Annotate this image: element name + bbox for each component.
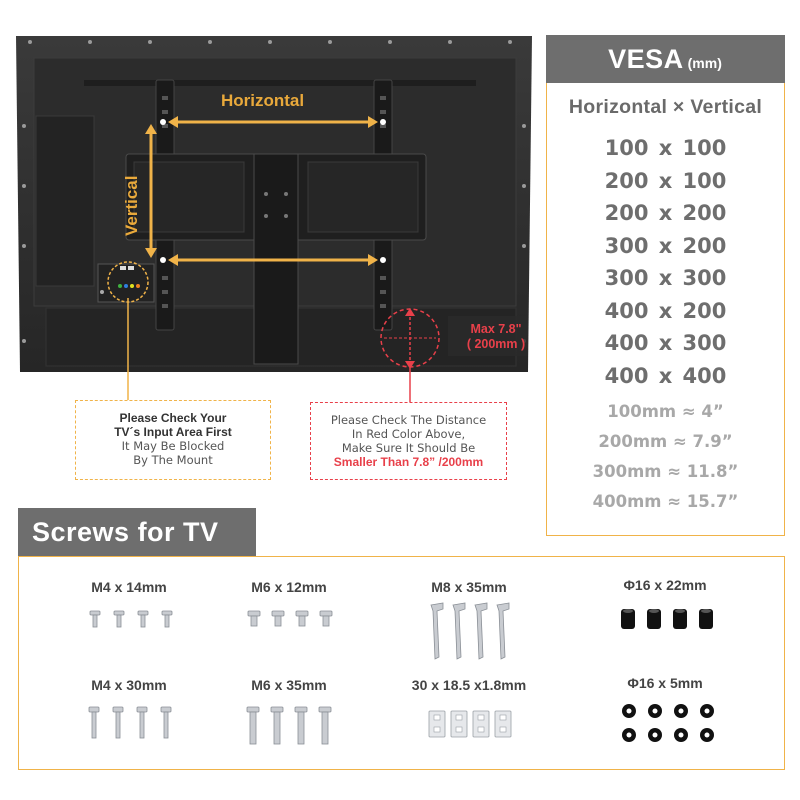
vesa-height: 400 — [682, 363, 727, 388]
vesa-size-row: 300 x 200 — [547, 234, 784, 267]
vesa-size-row: 300 x 300 — [547, 266, 784, 299]
screw-item: Φ16 x 22mm — [585, 577, 745, 637]
vesa-width: 100 — [604, 136, 649, 160]
washer-icon — [622, 704, 714, 742]
short-screw-icon — [89, 610, 173, 628]
screw-label: M4 x 14mm — [91, 579, 167, 595]
horizontal-label: Horizontal — [221, 91, 305, 110]
vesa-height: 100 — [682, 168, 727, 193]
vesa-height: 300 — [682, 331, 727, 355]
vesa-width: 400 — [604, 331, 649, 355]
vesa-times: x — [658, 201, 673, 225]
tv-mount-diagram: Horizontal Vertical Max 7.8" ( 200mm ) — [16, 36, 532, 372]
vesa-height: 200 — [682, 201, 727, 225]
vesa-times: x — [658, 363, 673, 388]
callout-distance-line1: Please Check The Distance — [330, 413, 487, 427]
conversion-row: 200mm ≈ 7.9” — [598, 432, 733, 451]
screw-item: Φ16 x 5mm — [585, 675, 745, 755]
vesa-header: VESA(mm) — [545, 34, 785, 83]
callout-input-line2: TV´s Input Area First — [114, 425, 232, 439]
vesa-width: 200 — [604, 168, 649, 193]
callout-input-line4: By The Mount — [133, 453, 213, 467]
vesa-width: 300 — [604, 233, 649, 258]
vesa-panel: VESA(mm) Horizontal × Vertical 100 x 100 2… — [545, 34, 785, 536]
medium-screw-icon — [88, 706, 172, 739]
callout-distance-line3: Make Sure It Should Be — [341, 441, 476, 455]
long-screw-icon — [430, 602, 510, 660]
vesa-size-row: 100 x 100 — [547, 136, 784, 169]
vesa-title: VESA — [608, 43, 684, 74]
conversion-row: 100mm ≈ 4” — [607, 402, 724, 421]
spacer-icon — [621, 609, 713, 629]
vesa-conversion-list: 100mm ≈ 4” 200mm ≈ 7.9” 300mm ≈ 11.8” 40… — [547, 402, 784, 522]
screw-label: Φ16 x 22mm — [623, 577, 707, 593]
vesa-height: 200 — [682, 233, 727, 258]
vesa-width: 300 — [604, 266, 649, 290]
vesa-width: 400 — [604, 298, 649, 323]
max-distance-line1: Max 7.8" — [470, 322, 522, 336]
vesa-size-row: 200 x 200 — [547, 201, 784, 234]
screw-item: 30 x 18.5 x1.8mm — [389, 677, 549, 753]
screw-item: M8 x 35mm — [389, 579, 549, 663]
vesa-times: x — [658, 168, 673, 193]
screw-item: M4 x 14mm — [49, 579, 209, 639]
vesa-size-row: 400 x 200 — [547, 299, 784, 332]
screw-item: M6 x 12mm — [209, 579, 369, 639]
vesa-times: x — [658, 233, 673, 258]
short-screw-icon — [247, 610, 333, 627]
screws-header: Screws for TV — [18, 508, 256, 556]
vesa-width: 400 — [604, 363, 649, 388]
callout-input-line3: It May Be Blocked — [121, 439, 225, 453]
conversion-row: 400mm ≈ 15.7” — [592, 492, 739, 511]
screw-item: M4 x 30mm — [49, 677, 209, 753]
vesa-subtitle: Horizontal × Vertical — [568, 96, 763, 118]
screw-label: 30 x 18.5 x1.8mm — [411, 677, 527, 693]
vesa-times: x — [658, 331, 673, 355]
screw-label: M6 x 35mm — [251, 677, 327, 693]
screw-label: M8 x 35mm — [431, 579, 507, 595]
max-distance-line2: ( 200mm ) — [466, 337, 526, 351]
screw-item: M6 x 35mm — [209, 677, 369, 753]
screw-label: M6 x 12mm — [251, 579, 327, 595]
callout-distance-line2: In Red Color Above, — [351, 427, 466, 441]
vesa-width: 200 — [604, 201, 649, 225]
plate-icon — [428, 710, 512, 738]
tv-back-illustration — [16, 36, 532, 372]
callout-distance-line4: Smaller Than 7.8” /200mm — [333, 455, 484, 469]
vesa-height: 100 — [682, 136, 727, 160]
vertical-label: Vertical — [122, 175, 141, 237]
callout-input-line1: Please Check Your — [119, 411, 227, 425]
max-distance-label: Max 7.8" ( 200mm ) — [456, 322, 536, 352]
vesa-unit: (mm) — [687, 54, 722, 71]
vesa-size-row: 400 x 400 — [547, 364, 784, 397]
vesa-size-row: 400 x 300 — [547, 331, 784, 364]
medium-screw-icon — [246, 706, 332, 745]
vesa-times: x — [658, 136, 673, 160]
screw-label: M4 x 30mm — [91, 677, 167, 693]
screw-label: Φ16 x 5mm — [627, 675, 703, 691]
vesa-size-row: 200 x 100 — [547, 169, 784, 202]
screws-panel: M4 x 14mm M6 x 12mm M8 x 35mm — [18, 556, 785, 770]
input-area-callout: Please Check Your TV´s Input Area First … — [75, 400, 271, 480]
vesa-height: 300 — [682, 266, 727, 290]
vesa-height: 200 — [682, 298, 727, 323]
conversion-row: 300mm ≈ 11.8” — [592, 462, 739, 481]
distance-callout: Please Check The Distance In Red Color A… — [310, 402, 507, 480]
vesa-times: x — [658, 298, 673, 323]
vesa-times: x — [658, 266, 673, 290]
